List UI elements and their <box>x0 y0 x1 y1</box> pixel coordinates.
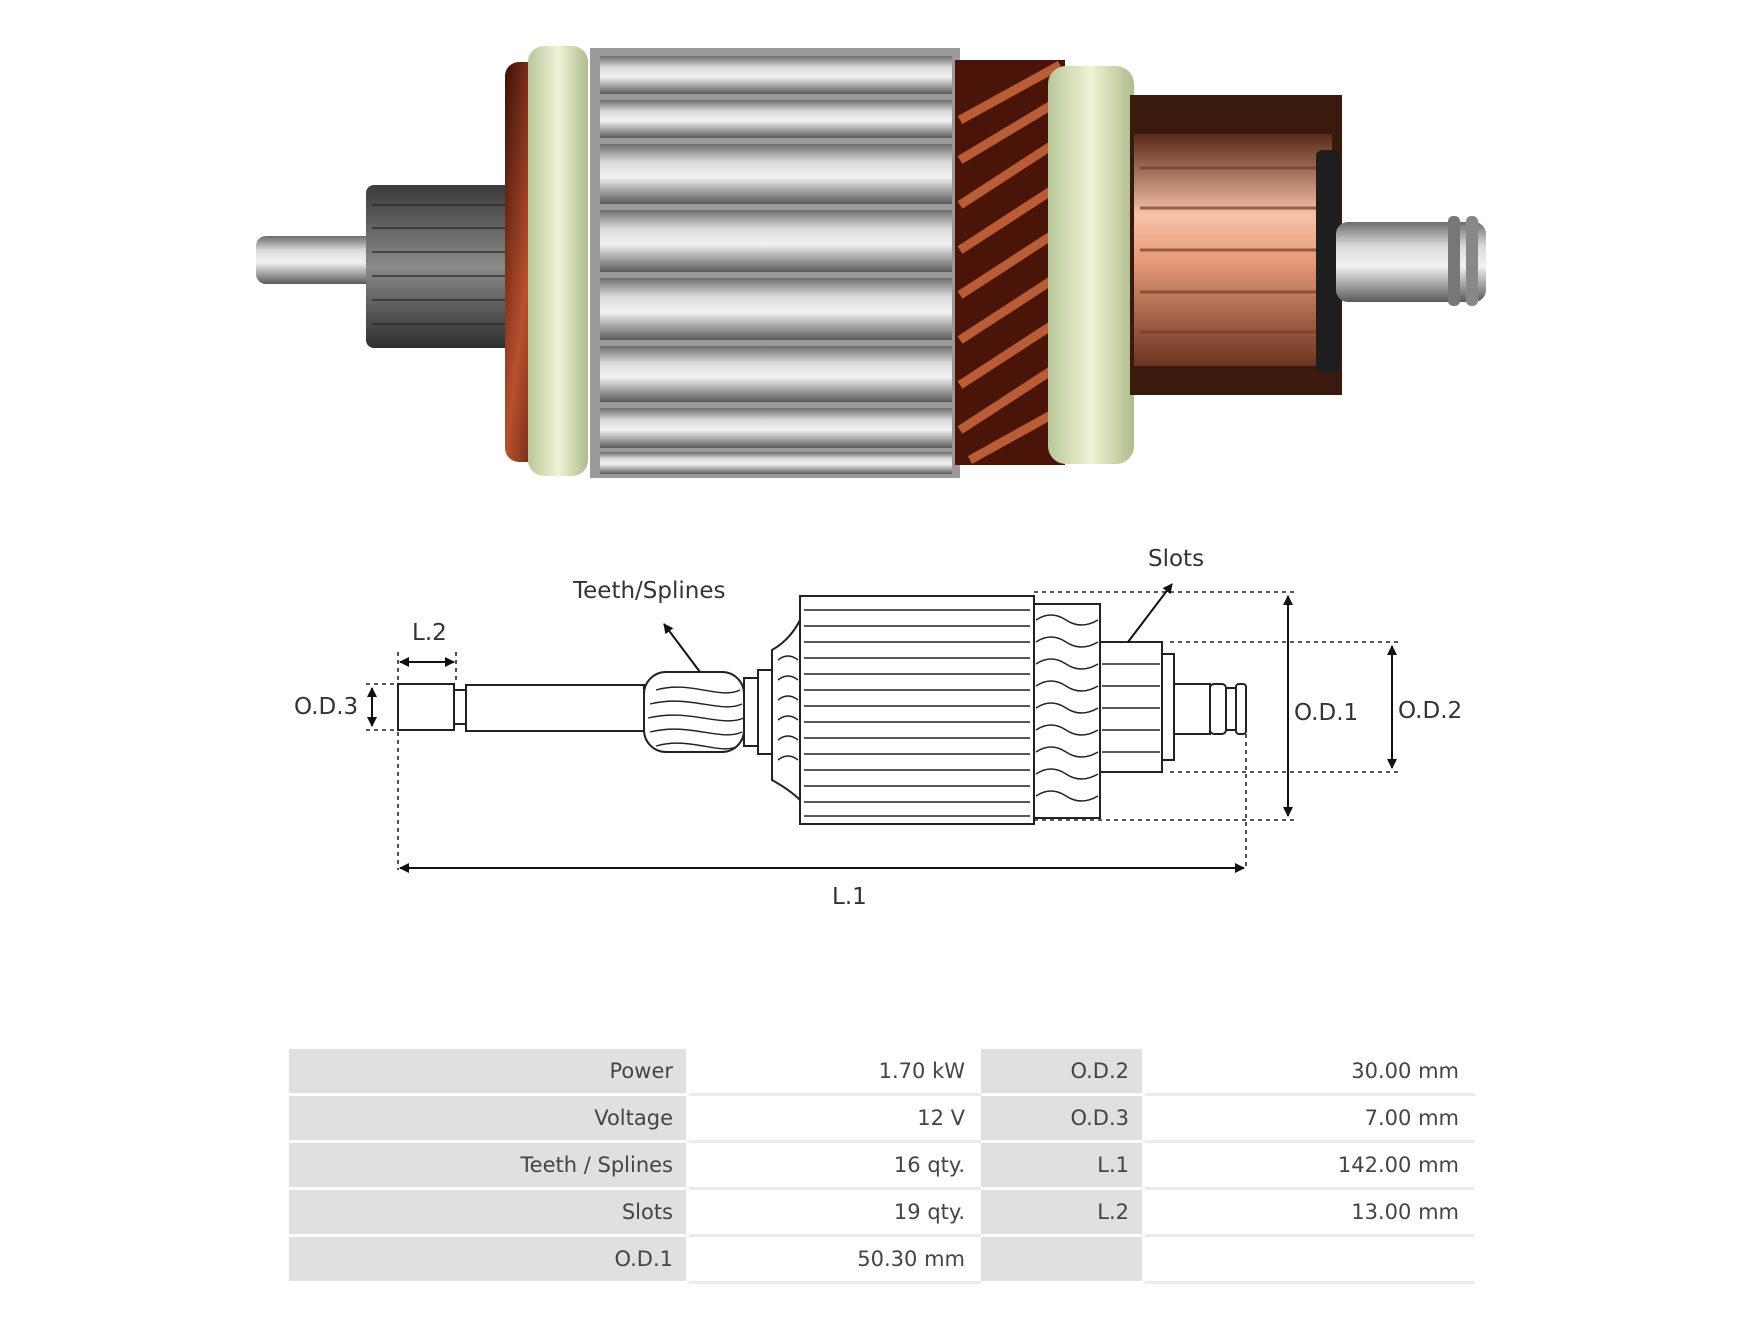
spec-value: 142.00 mm <box>1142 1140 1475 1190</box>
spec-value: 16 qty. <box>686 1140 981 1190</box>
spec-key: Power <box>286 1046 689 1096</box>
spec-table: Power 1.70 kW O.D.2 30.00 mm Voltage 12 … <box>286 1046 1475 1284</box>
table-row: Voltage 12 V O.D.3 7.00 mm <box>286 1093 1475 1143</box>
spec-key: O.D.3 <box>978 1093 1145 1143</box>
l1-label: L.1 <box>832 884 867 910</box>
teeth-splines-label: Teeth/Splines <box>572 578 725 604</box>
table-row: Slots 19 qty. L.2 13.00 mm <box>286 1187 1475 1237</box>
od3-label: O.D.3 <box>294 694 358 720</box>
spec-value: 30.00 mm <box>1142 1046 1475 1096</box>
spec-key: Teeth / Splines <box>286 1140 689 1190</box>
spec-key: Slots <box>286 1187 689 1237</box>
spec-value <box>1142 1234 1475 1284</box>
spec-key: O.D.2 <box>978 1046 1145 1096</box>
spec-value: 1.70 kW <box>686 1046 981 1096</box>
od2-label: O.D.2 <box>1398 698 1462 724</box>
spec-value: 12 V <box>686 1093 981 1143</box>
armature-line-drawing: Teeth/Splines Slots L.2 O.D.3 O.D.1 O.D.… <box>294 546 1462 910</box>
od1-label: O.D.1 <box>1294 700 1358 726</box>
table-row: O.D.1 50.30 mm <box>286 1234 1475 1284</box>
spec-key: L.1 <box>978 1140 1145 1190</box>
spec-value: 19 qty. <box>686 1187 981 1237</box>
spec-key: O.D.1 <box>286 1234 689 1284</box>
spec-key: L.2 <box>978 1187 1145 1237</box>
l2-label: L.2 <box>412 620 447 646</box>
armature-photo <box>256 46 1486 478</box>
spec-value: 13.00 mm <box>1142 1187 1475 1237</box>
slots-label: Slots <box>1148 546 1204 572</box>
spec-key: Voltage <box>286 1093 689 1143</box>
table-row: Power 1.70 kW O.D.2 30.00 mm <box>286 1046 1475 1096</box>
spec-key <box>978 1234 1145 1284</box>
table-row: Teeth / Splines 16 qty. L.1 142.00 mm <box>286 1140 1475 1190</box>
spec-value: 50.30 mm <box>686 1234 981 1284</box>
spec-value: 7.00 mm <box>1142 1093 1475 1143</box>
